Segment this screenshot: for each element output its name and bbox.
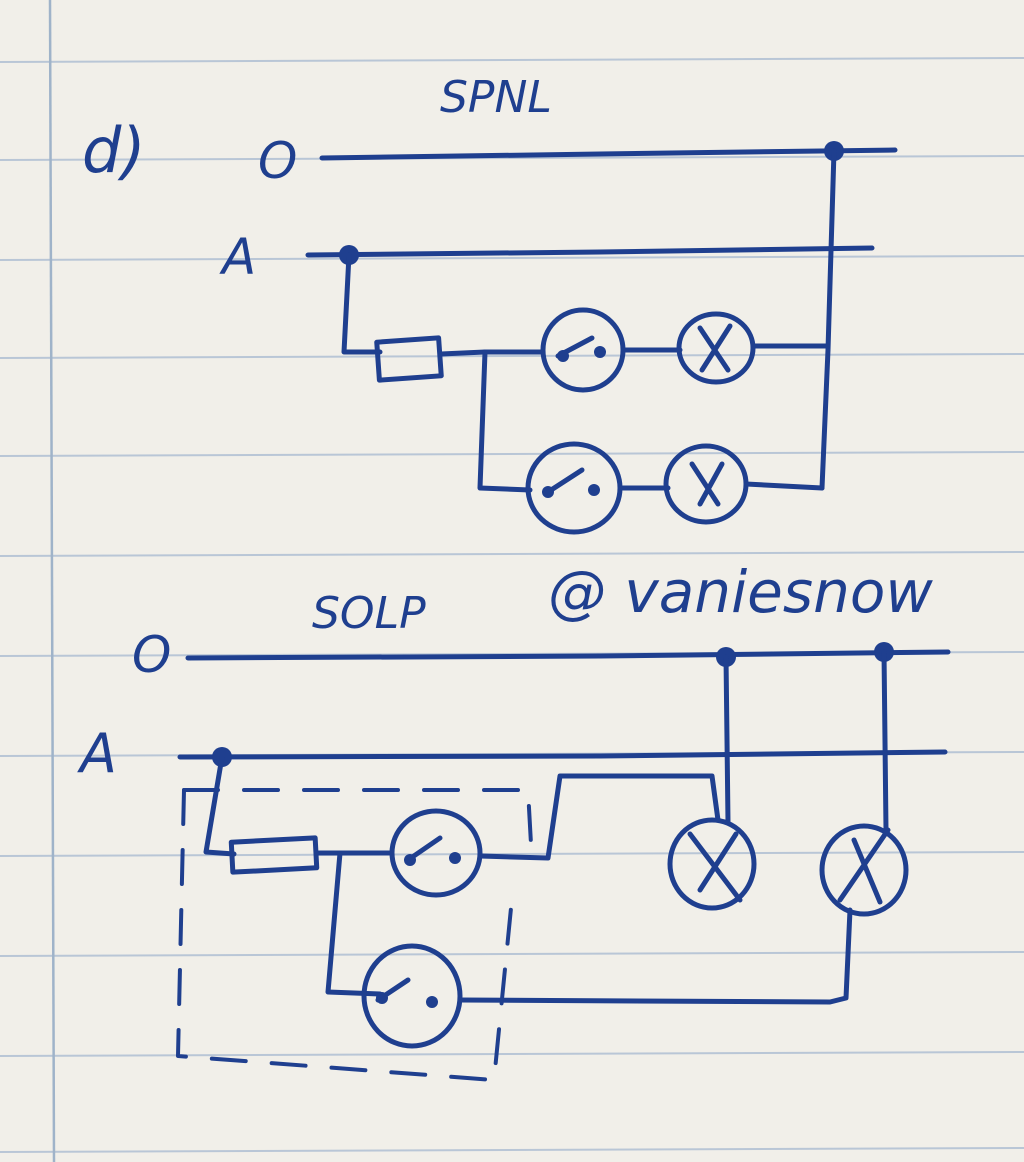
top-lamp-1	[676, 311, 756, 385]
top-live-drop	[341, 252, 383, 355]
top-fuse	[374, 335, 444, 383]
top-neutral-rail	[319, 147, 898, 161]
top-fuse-wire	[438, 349, 488, 357]
bottom-neutral-drop-2	[881, 649, 889, 833]
bottom-switch-2	[361, 943, 463, 1049]
top-lamp-2	[663, 443, 749, 525]
top-diagram: SPNL O A	[219, 72, 898, 535]
bottom-neutral-drop-1	[723, 654, 731, 825]
bottom-switch-1	[389, 808, 483, 898]
top-switch-1	[540, 307, 626, 393]
top-lower-return	[743, 481, 825, 491]
top-live-rail	[305, 245, 875, 258]
bottom-rail-live-label: A	[77, 722, 117, 785]
top-diagram-title: SPNL	[440, 72, 552, 123]
bottom-neutral-rail	[185, 649, 951, 661]
bottom-lamp-1	[667, 817, 757, 911]
bottom-branch-wire	[325, 850, 383, 997]
top-rail-neutral-label: O	[258, 132, 297, 190]
bottom-live-drop	[203, 754, 237, 857]
watermark-handle: @ vaniesnow	[548, 558, 933, 626]
ruled-lines	[0, 57, 1024, 1153]
bottom-lower-output	[457, 907, 853, 1005]
bottom-live-rail	[177, 749, 948, 760]
bottom-rail-neutral-label: O	[132, 626, 171, 684]
top-switch-2	[525, 441, 623, 535]
top-branch-wire	[477, 349, 533, 493]
top-rail-live-label: A	[219, 228, 256, 286]
bottom-enclosure-sides	[176, 788, 514, 1082]
bottom-diagram: SOLP O A	[77, 588, 951, 1082]
top-return-wire	[819, 148, 837, 491]
part-label: d)	[82, 114, 146, 187]
bottom-lamp-2	[819, 823, 909, 917]
bottom-diagram-title: SOLP	[312, 588, 426, 639]
bottom-enclosure-top	[182, 788, 534, 864]
bottom-upper-output	[477, 773, 721, 861]
margin-line	[48, 0, 56, 1162]
